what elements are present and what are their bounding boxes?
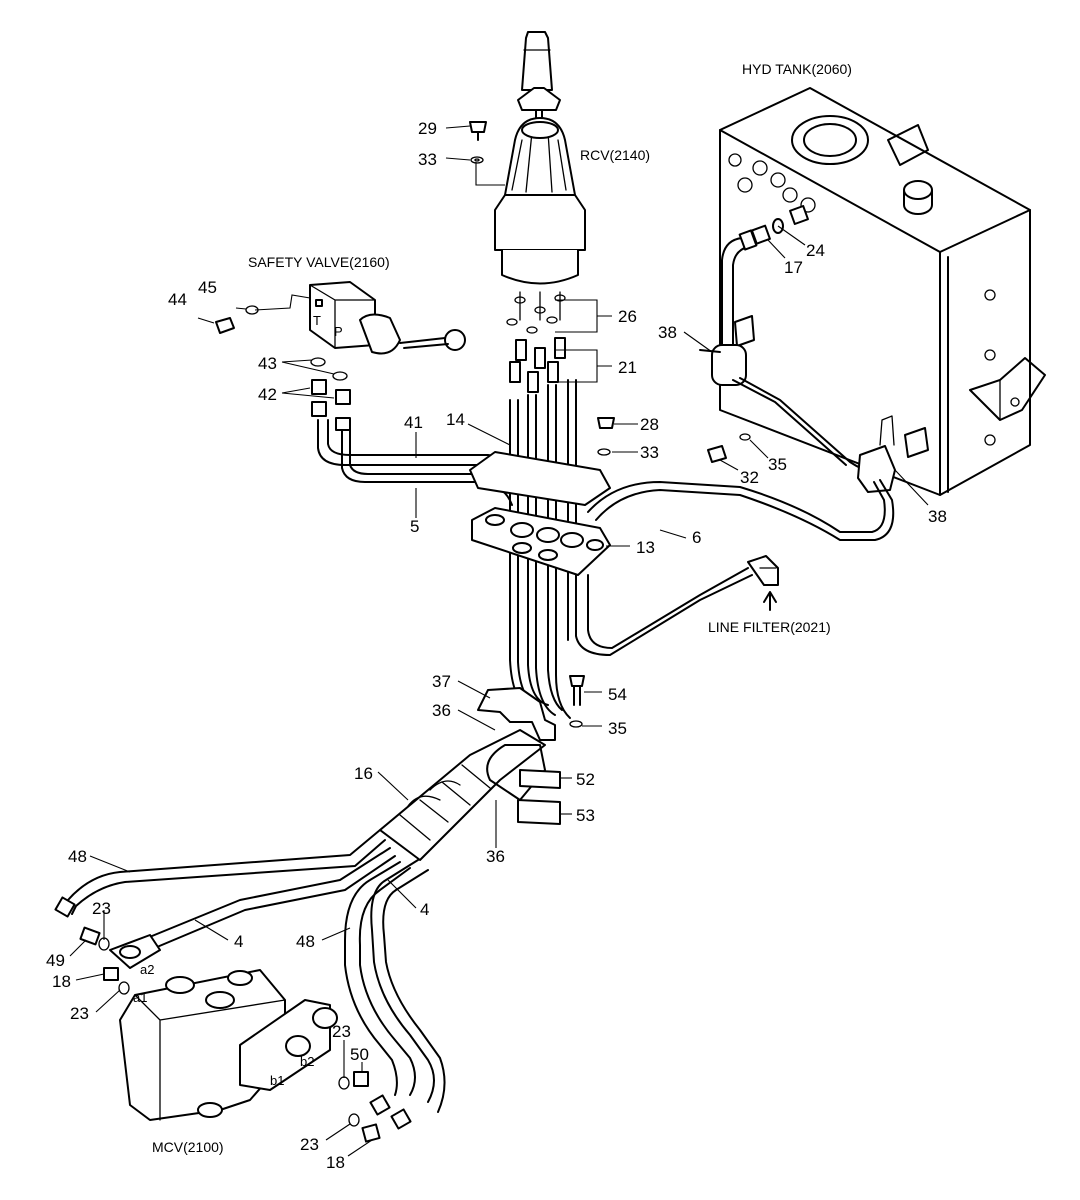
mcv-valve	[109, 934, 338, 1121]
caption-line-filter: LINE FILTER(2021)	[708, 619, 831, 635]
port-a2: a2	[140, 962, 154, 977]
callout-36: 36	[432, 701, 451, 720]
callout-23-c: 23	[332, 1022, 351, 1041]
callout-18-b: 18	[326, 1153, 345, 1172]
callout-5: 5	[410, 517, 419, 536]
component-captions: HYD TANK(2060) RCV(2140) SAFETY VALVE(21…	[152, 61, 852, 1155]
callout-29: 29	[418, 119, 437, 138]
safety-valve	[309, 281, 466, 431]
caption-mcv: MCV(2100)	[152, 1139, 224, 1155]
callout-17: 17	[784, 258, 803, 277]
rcv-joystick	[494, 31, 586, 321]
callout-49: 49	[46, 951, 65, 970]
tank-suction-hose	[699, 205, 896, 493]
callout-43: 43	[258, 354, 277, 373]
port-a1: a1	[133, 990, 147, 1005]
callout-4-b: 4	[234, 932, 243, 951]
return-line-6	[587, 479, 895, 541]
port-labels: T P a2 a1 b2 b1	[133, 313, 343, 1088]
hose-sleeve-16	[379, 729, 546, 861]
caption-hyd-tank: HYD TANK(2060)	[742, 61, 852, 77]
callout-53: 53	[576, 806, 595, 825]
callout-42: 42	[258, 385, 277, 404]
callout-4: 4	[420, 900, 429, 919]
callout-6: 6	[692, 528, 701, 547]
callout-48-b: 48	[296, 932, 315, 951]
callout-28: 28	[640, 415, 659, 434]
callout-13: 13	[636, 538, 655, 557]
callout-37: 37	[432, 672, 451, 691]
port-p: P	[334, 324, 343, 339]
callout-38-b: 38	[928, 507, 947, 526]
callout-38: 38	[658, 323, 677, 342]
callout-26: 26	[618, 307, 637, 326]
callout-14: 14	[446, 410, 465, 429]
port-b1: b1	[270, 1073, 284, 1088]
port-t: T	[313, 313, 321, 328]
leader-lines	[69, 125, 929, 1157]
callout-23-b: 23	[70, 1004, 89, 1023]
callout-33-b: 33	[640, 443, 659, 462]
clamp-assembly	[477, 687, 561, 825]
port-b2: b2	[300, 1054, 314, 1069]
callout-32: 32	[740, 468, 759, 487]
rcv-port-fittings	[506, 294, 566, 393]
callout-23: 23	[92, 899, 111, 918]
mcv-hoses	[61, 829, 446, 1113]
callout-45: 45	[198, 278, 217, 297]
callout-23-d: 23	[300, 1135, 319, 1154]
callout-18: 18	[52, 972, 71, 991]
callout-52: 52	[576, 770, 595, 789]
callout-36-b: 36	[486, 847, 505, 866]
callout-50: 50	[350, 1045, 369, 1064]
caption-safety-valve: SAFETY VALVE(2160)	[248, 254, 390, 270]
callout-41: 41	[404, 413, 423, 432]
callout-44: 44	[168, 290, 187, 309]
part-callouts: 29 33 45 44 43 42 41 14 5 26 21 28 33 13…	[46, 119, 947, 1172]
callout-33: 33	[418, 150, 437, 169]
callout-48: 48	[68, 847, 87, 866]
small-hardware	[215, 121, 751, 728]
callout-35-b: 35	[608, 719, 627, 738]
callout-54: 54	[608, 685, 627, 704]
line-filter-elbow	[747, 555, 779, 611]
hyd-tank	[719, 87, 1046, 496]
callout-21: 21	[618, 358, 637, 377]
callout-35: 35	[768, 455, 787, 474]
grommet-plates	[469, 451, 611, 576]
callout-24: 24	[806, 241, 825, 260]
caption-rcv: RCV(2140)	[580, 147, 650, 163]
callout-16: 16	[354, 764, 373, 783]
